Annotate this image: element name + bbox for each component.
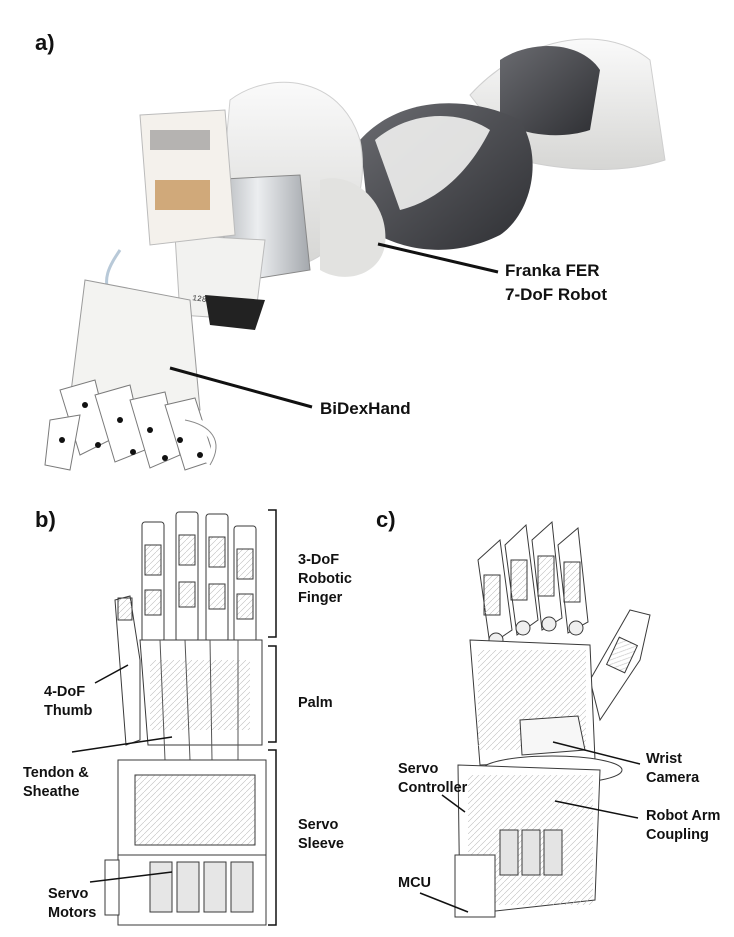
coupling-label-line1: Robot Arm bbox=[646, 808, 720, 824]
thumb-label-line1: 4-DoF bbox=[44, 684, 85, 700]
servo-controller-label-line2: Controller bbox=[398, 780, 468, 796]
motors-leader-line bbox=[89, 871, 173, 883]
mcu-label: MCU bbox=[398, 875, 431, 891]
panel-a-label: a) bbox=[35, 30, 55, 55]
hand-label: BiDexHand bbox=[320, 399, 411, 418]
servo-controller-leader-line bbox=[441, 794, 466, 813]
panel-b-label: b) bbox=[35, 507, 56, 532]
palm-label: Palm bbox=[298, 695, 333, 711]
finger-group-b bbox=[141, 511, 257, 643]
finger-label-line1: 3-DoF bbox=[298, 552, 339, 568]
motors-label-line2: Motors bbox=[48, 905, 96, 921]
sleeve-label-line2: Sleeve bbox=[298, 836, 344, 852]
finger-label-line3: Finger bbox=[298, 590, 343, 606]
robot-label-line1: Franka FER bbox=[505, 261, 599, 280]
robot-leader-line bbox=[377, 242, 499, 274]
thumb-label-line2: Thumb bbox=[44, 703, 92, 719]
coupling-label-line2: Coupling bbox=[646, 827, 709, 843]
mcu-leader-line bbox=[419, 892, 469, 913]
panel-a-photo: 12842221X2361 bbox=[44, 38, 666, 471]
panel-c-label: c) bbox=[376, 507, 396, 532]
thumb-leader-line bbox=[94, 664, 129, 684]
motors-label-line1: Servo bbox=[48, 886, 88, 902]
coupling-leader-line bbox=[554, 800, 639, 819]
panel-c-drawing bbox=[454, 520, 651, 918]
robot-label-line2: 7-DoF Robot bbox=[505, 285, 607, 304]
panel-b-drawing bbox=[104, 511, 267, 926]
hand-leader-line bbox=[169, 366, 313, 409]
sleeve-label-line1: Servo bbox=[298, 817, 338, 833]
tendon-label-line1: Tendon & bbox=[23, 765, 89, 781]
servo-controller-label-line1: Servo bbox=[398, 761, 438, 777]
tendon-leader-line bbox=[71, 736, 173, 753]
finger-label-line2: Robotic bbox=[298, 571, 352, 587]
tendon-label-line2: Sheathe bbox=[23, 784, 79, 800]
wrist-camera-label-line2: Camera bbox=[646, 770, 700, 786]
wrist-camera-label-line1: Wrist bbox=[646, 751, 682, 767]
wrist-camera-leader-line bbox=[552, 741, 641, 765]
panel-b-brackets bbox=[268, 509, 277, 926]
